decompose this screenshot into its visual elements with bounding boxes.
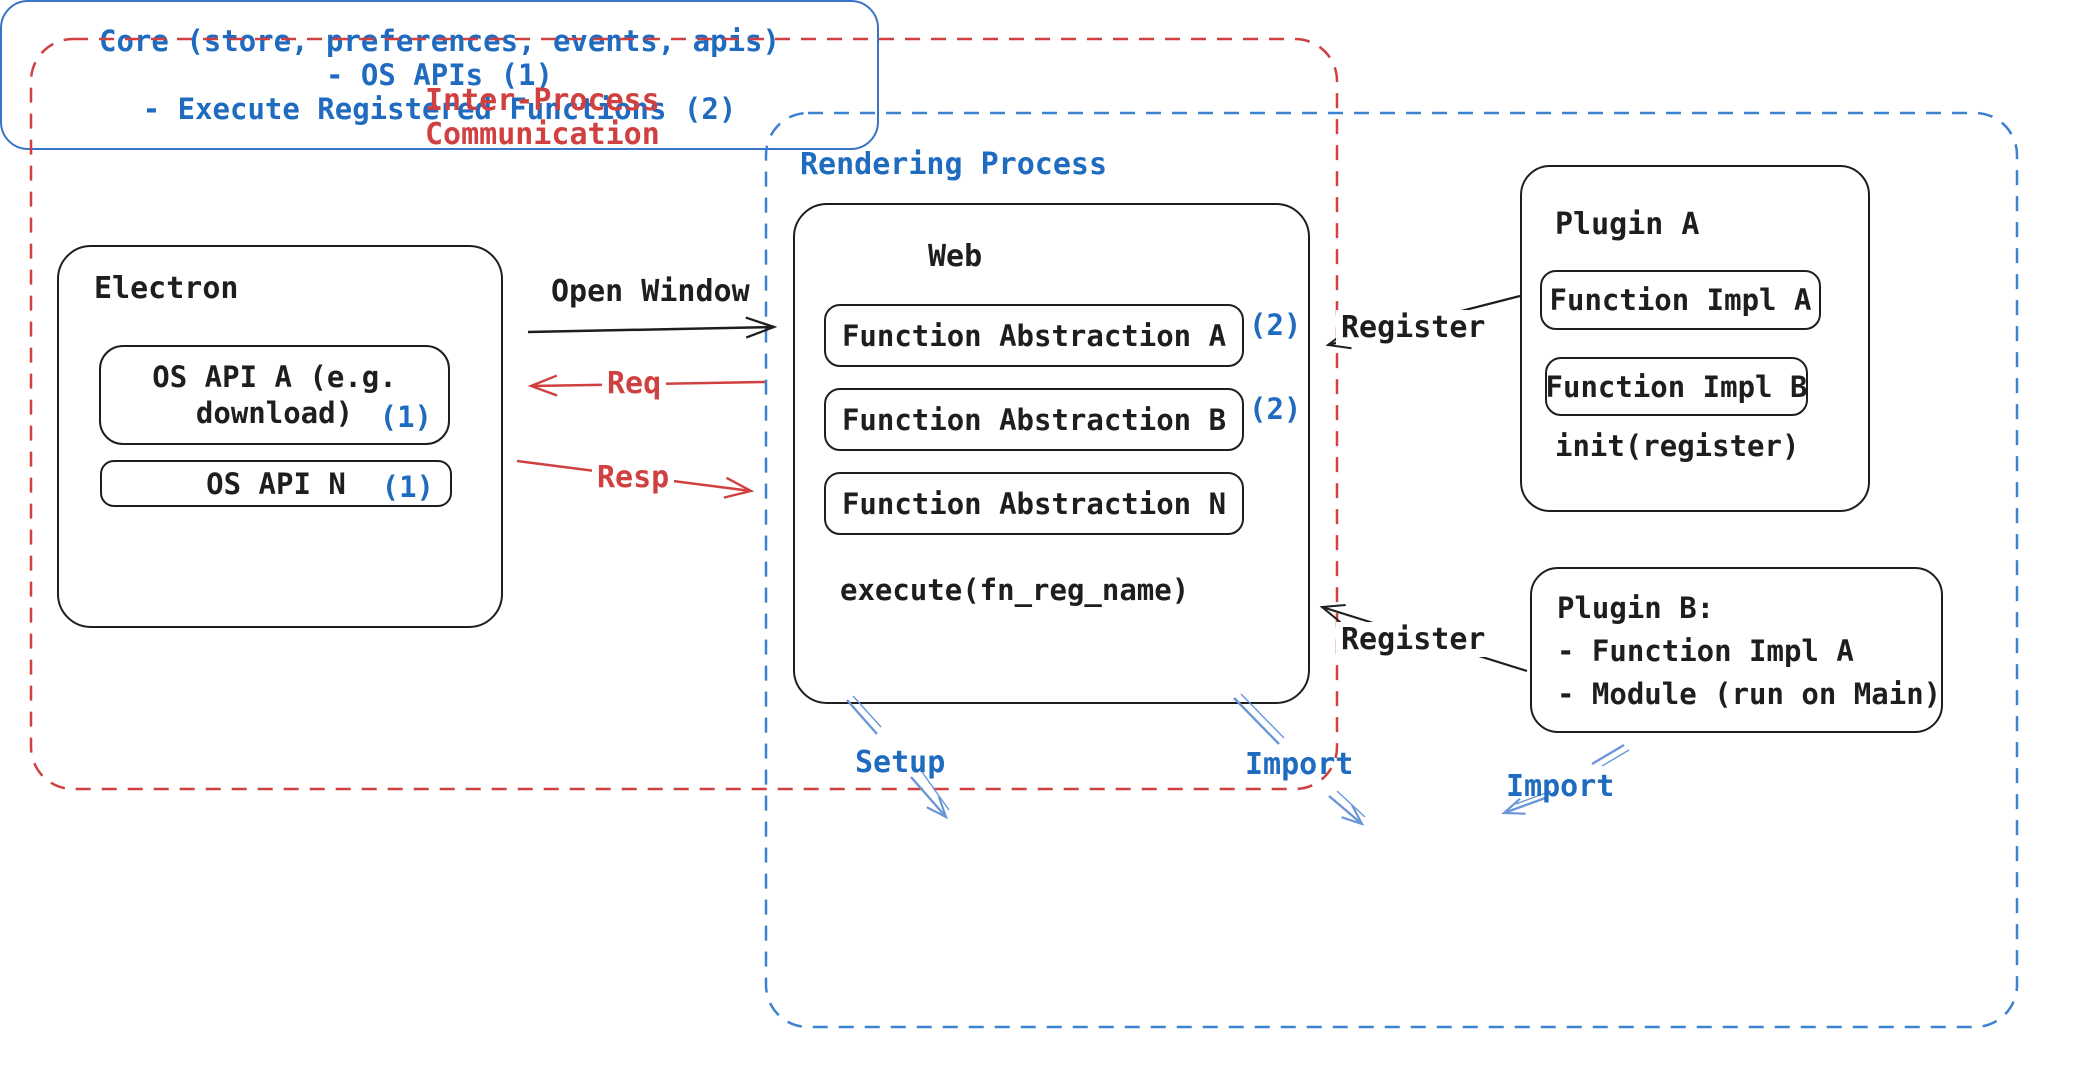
import-plugin-label: Import	[1506, 769, 1615, 804]
plugin-b-item-1: - Function Impl A	[1557, 634, 1854, 668]
os-api-a-line1: OS API A (e.g.	[152, 360, 397, 394]
plugin-b-title: Plugin B:	[1557, 591, 1715, 625]
electron-node: Electron OS API A (e.g. download) (1) OS…	[57, 245, 503, 628]
init-register-label: init(register)	[1555, 429, 1800, 463]
os-api-a-line2: download)	[195, 396, 354, 430]
req-label: Req	[602, 366, 667, 401]
plugin-b-item-2: - Module (run on Main)	[1557, 677, 1942, 711]
ipc-label-line2: Communication	[425, 117, 660, 152]
function-impl-a-node: Function Impl A	[1540, 270, 1821, 330]
plugin-a-title: Plugin A	[1555, 207, 1700, 242]
plugin-a-node: Plugin A Function Impl A Function Impl B…	[1520, 165, 1870, 512]
web-title: Web	[928, 239, 983, 274]
function-impl-b-node: Function Impl B	[1545, 357, 1808, 416]
rendering-region-label: Rendering Process	[800, 147, 1108, 182]
os-api-n-label: OS API N	[206, 466, 346, 501]
execute-label: execute(fn_reg_name)	[840, 573, 1190, 607]
function-abstraction-a-node: Function Abstraction A	[824, 304, 1244, 367]
function-abstraction-b-tag: (2)	[1249, 392, 1302, 426]
register-top-label: Register	[1336, 310, 1491, 345]
os-api-n-tag: (1)	[381, 470, 434, 504]
web-node: Web Function Abstraction A (2) Function …	[793, 203, 1310, 704]
os-api-n-node: OS API N (1)	[100, 460, 452, 507]
ipc-label-line1: Inter-Process	[425, 83, 660, 118]
electron-title: Electron	[94, 271, 239, 306]
resp-label: Resp	[592, 460, 675, 495]
function-abstraction-a-tag: (2)	[1249, 308, 1302, 342]
core-line-1: Core (store, preferences, events, apis)	[99, 24, 780, 58]
open-window-arrow	[527, 327, 774, 332]
function-abstraction-n-node: Function Abstraction N	[824, 472, 1244, 535]
os-api-a-tag: (1)	[379, 400, 432, 434]
register-bottom-label: Register	[1336, 622, 1491, 657]
function-abstraction-b-node: Function Abstraction B	[824, 388, 1244, 451]
setup-label: Setup	[855, 745, 946, 780]
open-window-label: Open Window	[551, 274, 750, 309]
plugin-b-node: Plugin B: - Function Impl A - Module (ru…	[1530, 567, 1943, 733]
import-web-label: Import	[1245, 747, 1354, 782]
os-api-a-node: OS API A (e.g. download) (1)	[99, 345, 450, 445]
